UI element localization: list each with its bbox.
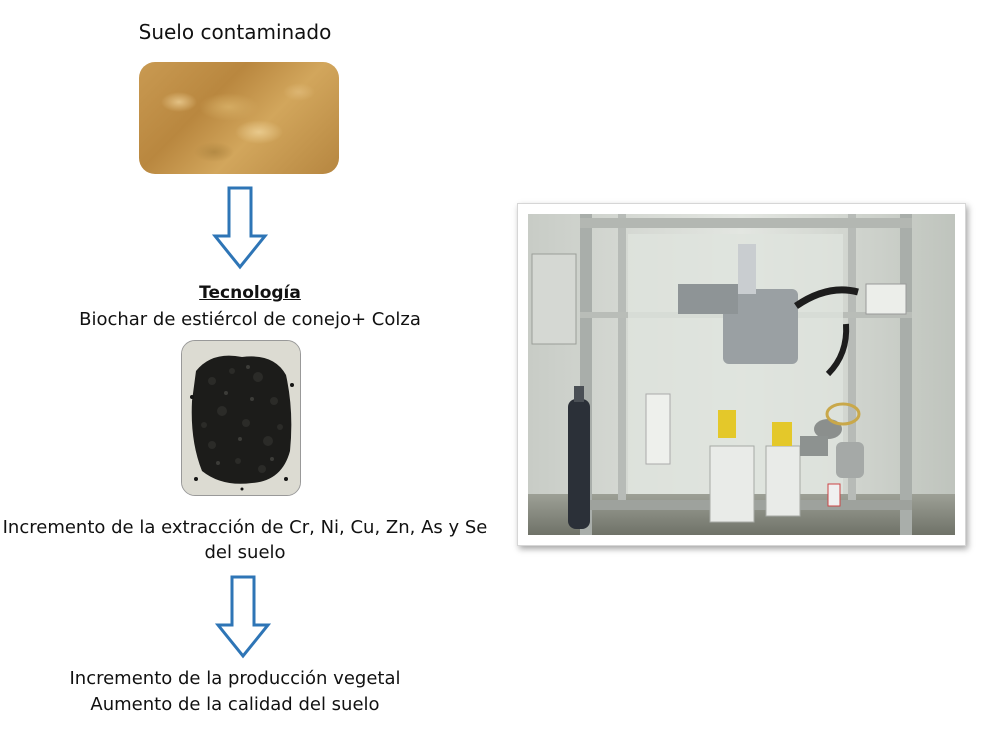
result-line-1: Incremento de la extracción de Cr, Ni, C… <box>2 517 488 538</box>
diagram-title: Suelo contaminado <box>138 20 332 44</box>
equipment-photo-frame <box>517 203 966 546</box>
contaminated-soil-image <box>139 62 339 174</box>
outcome-line-2: Aumento de la calidad del suelo <box>90 694 380 715</box>
down-arrow-icon <box>212 186 268 270</box>
extraction-equipment-photo <box>528 214 955 535</box>
result-line-2: del suelo <box>204 542 286 563</box>
down-arrow-icon <box>215 575 271 659</box>
biochar-image <box>181 340 301 496</box>
outcome-line-1: Incremento de la producción vegetal <box>69 668 401 689</box>
technology-heading: Tecnología <box>199 283 301 303</box>
technology-description: Biochar de estiércol de conejo+ Colza <box>79 309 421 330</box>
